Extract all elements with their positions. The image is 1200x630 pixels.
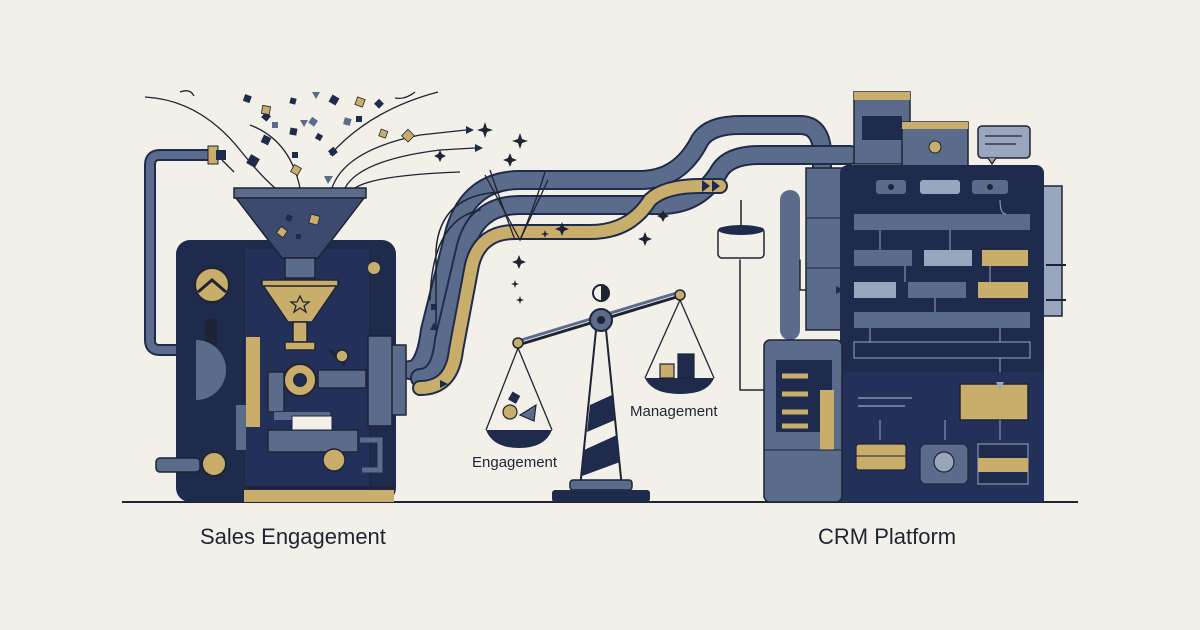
flow-arrows — [702, 180, 720, 192]
engagement-scale-label: Engagement — [472, 454, 558, 471]
left-pan — [486, 430, 552, 448]
crm-platform-caption: CRM Platform — [818, 524, 957, 549]
canister — [717, 200, 765, 259]
crm-platform — [763, 91, 1066, 503]
funnel — [234, 197, 366, 259]
right-pan — [645, 378, 714, 394]
gauge-icon — [194, 267, 230, 303]
sales-engagement-machine — [144, 145, 407, 503]
balance-scale — [485, 284, 715, 502]
sales-engagement-caption: Sales Engagement — [200, 524, 386, 549]
management-scale-label: Management — [630, 403, 718, 420]
data-particles — [144, 90, 669, 388]
